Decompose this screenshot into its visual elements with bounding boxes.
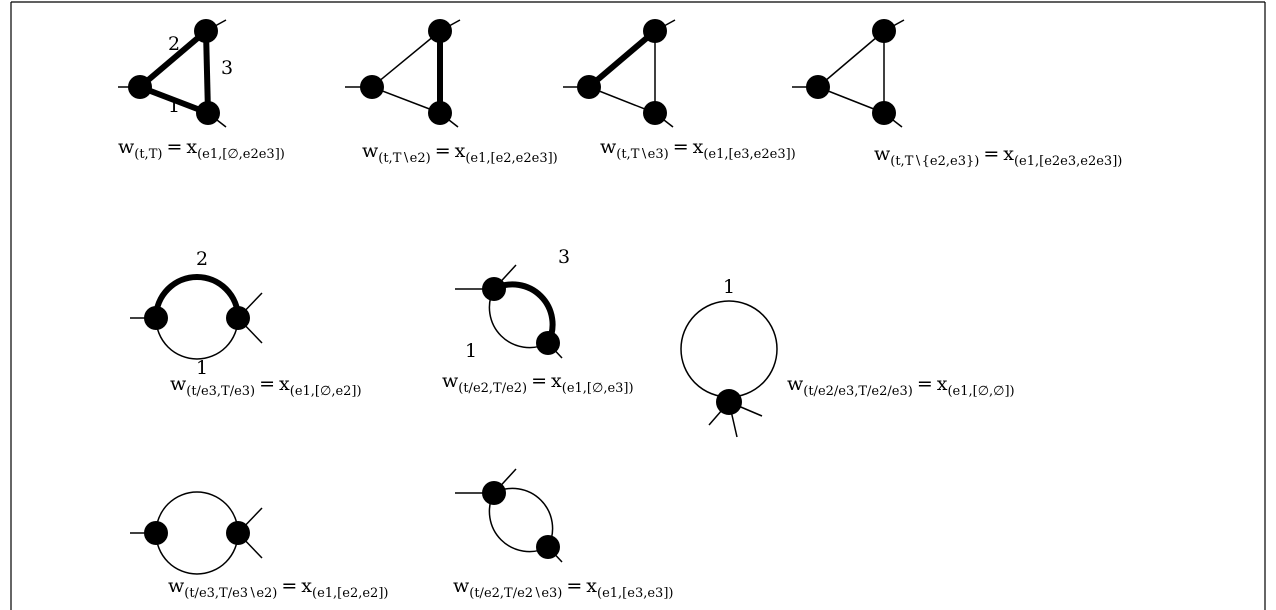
diagram-bubble-contract-e2-minus-e3: w(t/e2,T/e2∖e3)=x(e1,[e3,e3]) bbox=[453, 468, 673, 601]
edge-right-heavy bbox=[492, 281, 556, 345]
edge-label: 2 bbox=[168, 33, 180, 55]
edge-e3-heavy bbox=[203, 30, 211, 114]
edge-label: 1 bbox=[723, 276, 735, 298]
caption: w(t,T∖{e2,e3})=x(e1,[e2e3,e2e3]) bbox=[874, 143, 1122, 169]
edge-loop bbox=[680, 300, 778, 398]
vertex bbox=[196, 101, 220, 125]
vertex bbox=[536, 331, 560, 355]
vertex bbox=[144, 521, 168, 545]
vertex bbox=[536, 535, 560, 559]
caption: w(t,T∖e2)=x(e1,[e2,e2e3]) bbox=[362, 140, 558, 166]
diagram-bubble-contract-e3: 2 1 w(t/e3,T/e3)=x(e1,[∅,e2]) bbox=[130, 248, 362, 399]
edge-label: 1 bbox=[168, 95, 180, 117]
caption: w(t/e2,T/e2∖e3)=x(e1,[e3,e3]) bbox=[453, 575, 673, 601]
vertex bbox=[360, 75, 384, 99]
vertex bbox=[482, 481, 506, 505]
edge-bottom bbox=[155, 317, 239, 360]
caption: w(t/e3,T/e3∖e2)=x(e1,[e2,e2]) bbox=[168, 575, 388, 601]
diagram-triangle-minus-e2: w(t,T∖e2)=x(e1,[e2,e2e3]) bbox=[345, 19, 558, 166]
caption: w(t/e2/e3,T/e2/e3)=x(e1,[∅,∅]) bbox=[787, 373, 1015, 399]
edge-label: 1 bbox=[196, 357, 208, 379]
edge-right bbox=[493, 487, 554, 548]
vertex bbox=[428, 101, 452, 125]
edge-e2 bbox=[817, 30, 885, 88]
vertex bbox=[577, 75, 601, 99]
edge-left bbox=[488, 288, 549, 349]
edge-left bbox=[488, 492, 549, 553]
diagram-bubble-contract-e3-minus-e2: w(t/e3,T/e3∖e2)=x(e1,[e2,e2]) bbox=[130, 491, 388, 601]
edge-e2 bbox=[371, 30, 441, 88]
diagram-tadpole: 1 w(t/e2/e3,T/e2/e3)=x(e1,[∅,∅]) bbox=[680, 276, 1015, 438]
vertex bbox=[872, 19, 896, 43]
caption: w(t/e3,T/e3)=x(e1,[∅,e2]) bbox=[170, 373, 362, 399]
edge-top-heavy bbox=[153, 274, 241, 319]
edge-e1 bbox=[371, 86, 441, 114]
edge-e1-heavy bbox=[138, 84, 210, 116]
vertex bbox=[716, 389, 742, 415]
diagram-triangle-full-tree: 2 3 1 w(t,T)=x(e1,[∅,e2e3]) bbox=[118, 19, 285, 162]
vertex bbox=[806, 75, 830, 99]
caption: w(t,T∖e3)=x(e1,[e3,e2e3]) bbox=[600, 136, 796, 162]
vertex bbox=[643, 19, 667, 43]
vertex bbox=[128, 75, 152, 99]
caption: w(t/e2,T/e2)=x(e1,[∅,e3]) bbox=[442, 370, 634, 396]
edge-label: 3 bbox=[558, 246, 570, 268]
edge-e2-heavy bbox=[138, 28, 208, 90]
vertex bbox=[226, 521, 250, 545]
caption: w(t,T)=x(e1,[∅,e2e3]) bbox=[118, 136, 285, 162]
edge-label: 2 bbox=[196, 248, 208, 270]
vertex bbox=[643, 101, 667, 125]
vertex bbox=[194, 19, 218, 43]
edge-label: 3 bbox=[221, 57, 233, 79]
vertex bbox=[226, 306, 250, 330]
diagram-triangle-minus-e3: w(t,T∖e3)=x(e1,[e3,e2e3]) bbox=[563, 19, 796, 162]
vertex bbox=[428, 19, 452, 43]
vertex bbox=[482, 277, 506, 301]
vertex bbox=[872, 101, 896, 125]
edge-e2-heavy bbox=[587, 28, 657, 90]
edge-label: 1 bbox=[465, 340, 477, 362]
diagram-triangle-minus-e2-e3: w(t,T∖{e2,e3})=x(e1,[e2e3,e2e3]) bbox=[792, 19, 1122, 169]
vertex bbox=[144, 306, 168, 330]
edge-bottom bbox=[155, 532, 239, 575]
diagram-bubble-contract-e2: 3 1 w(t/e2,T/e2)=x(e1,[∅,e3]) bbox=[442, 246, 634, 396]
edge-top bbox=[155, 491, 239, 534]
